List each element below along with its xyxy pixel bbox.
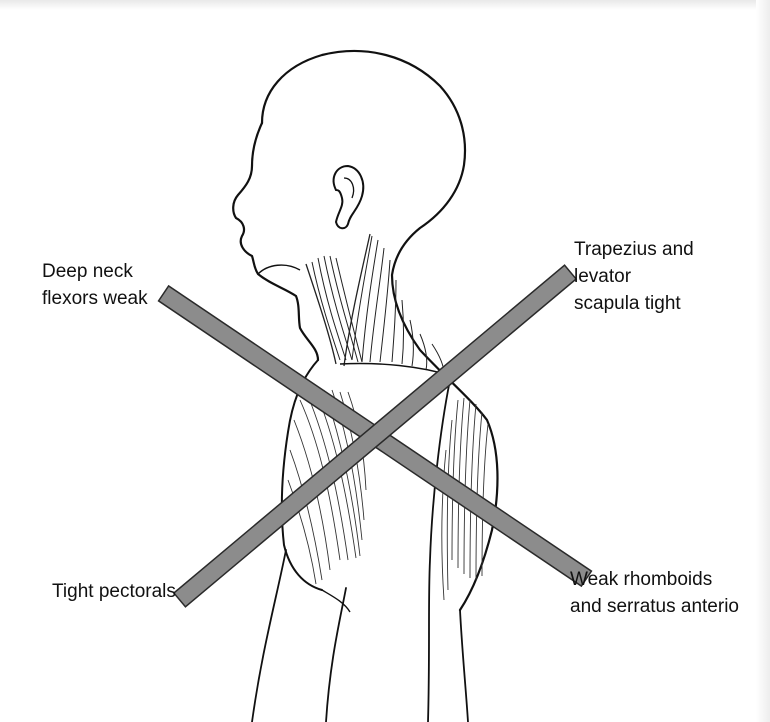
label-pectorals-line1: Tight pectorals	[52, 578, 176, 605]
label-deep-neck-flexors: Deep neck flexors weak	[42, 258, 148, 312]
arm-outline	[428, 380, 450, 722]
label-weak-rhomboids: Weak rhomboids and serratus anterio	[570, 566, 739, 620]
face-profile-outline	[233, 123, 318, 360]
ear-icon	[334, 166, 364, 228]
scan-edge-shading	[756, 0, 770, 722]
label-trapezius-levator: Trapezius and levator scapula tight	[574, 236, 694, 317]
label-deep-neck-line2: flexors weak	[42, 285, 148, 312]
label-deep-neck-line1: Deep neck	[42, 258, 148, 285]
label-rhomboids-line2: and serratus anterio	[570, 593, 739, 620]
torso-back-outline	[460, 610, 468, 722]
label-trapezius-line3: scapula tight	[574, 290, 694, 317]
arm-front-outline	[326, 588, 346, 722]
label-trapezius-line1: Trapezius and	[574, 236, 694, 263]
label-trapezius-line2: levator	[574, 263, 694, 290]
torso-lower-outline	[252, 550, 286, 722]
label-rhomboids-line1: Weak rhomboids	[570, 566, 739, 593]
ear-inner	[344, 178, 354, 198]
label-tight-pectorals: Tight pectorals	[52, 578, 176, 605]
head-back-outline	[262, 51, 497, 610]
jaw-line	[258, 265, 300, 274]
